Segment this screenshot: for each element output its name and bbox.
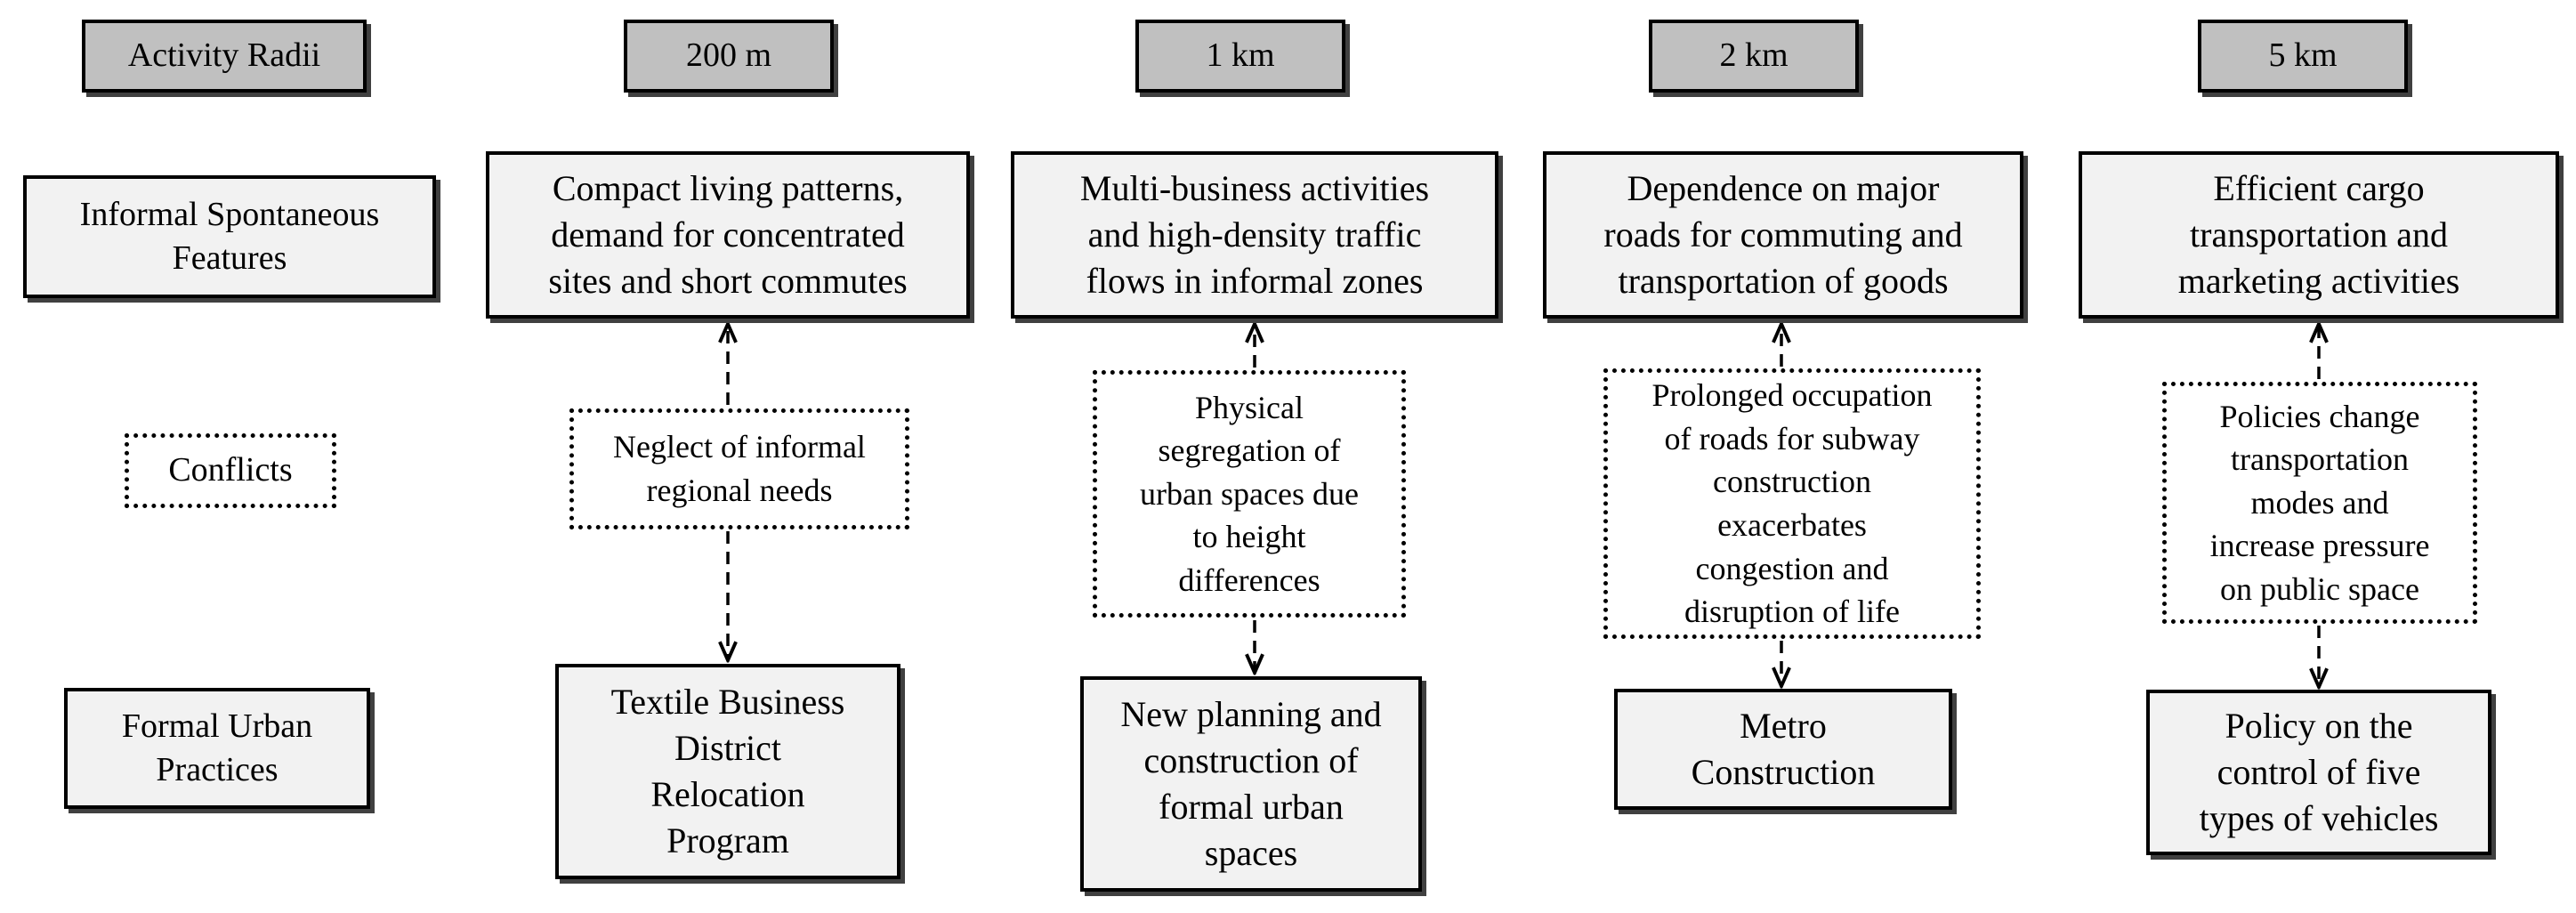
radius-header-2km: 2 km xyxy=(1649,20,1859,93)
conflict-text: Neglect of informal regional needs xyxy=(613,429,866,508)
feature-text: Efficient cargo transportation and marke… xyxy=(2177,168,2460,301)
row-label-text: Conflicts xyxy=(168,451,293,489)
practice-box-200m: Textile Business District Relocation Pro… xyxy=(555,664,900,879)
row-label-informal-features: Informal Spontaneous Features xyxy=(23,175,436,298)
row-label-conflicts: Conflicts xyxy=(125,433,336,508)
feature-text: Compact living patterns, demand for conc… xyxy=(548,168,908,301)
conflict-box-200m: Neglect of informal regional needs xyxy=(569,408,909,529)
practice-box-1km: New planning and construction of formal … xyxy=(1080,676,1422,892)
feature-text: Dependence on major roads for commuting … xyxy=(1603,168,1963,301)
row-label-text: Formal Urban Practices xyxy=(121,707,313,788)
activity-radii-header: Activity Radii xyxy=(82,20,367,93)
practice-text: Policy on the control of five types of v… xyxy=(2199,706,2439,838)
feature-text: Multi-business activities and high-densi… xyxy=(1079,168,1430,301)
radius-header-5km: 5 km xyxy=(2198,20,2408,93)
conflict-text: Policies change transportation modes and… xyxy=(2209,398,2430,607)
radius-header-text: 5 km xyxy=(2268,36,2338,75)
conflict-text: Physical segregation of urban spaces due… xyxy=(1140,389,1359,598)
feature-box-5km: Efficient cargo transportation and marke… xyxy=(2079,151,2559,319)
conflict-box-5km: Policies change transportation modes and… xyxy=(2162,382,2477,624)
radius-header-text: 2 km xyxy=(1719,36,1789,75)
practice-text: New planning and construction of formal … xyxy=(1120,694,1382,873)
radius-header-text: 200 m xyxy=(685,36,772,75)
feature-box-1km: Multi-business activities and high-densi… xyxy=(1011,151,1498,319)
row-label-formal-practices: Formal Urban Practices xyxy=(64,688,370,809)
row-label-text: Informal Spontaneous Features xyxy=(79,195,380,277)
radius-header-200m: 200 m xyxy=(624,20,834,93)
radius-header-1km: 1 km xyxy=(1135,20,1345,93)
conflict-text: Prolonged occupation of roads for subway… xyxy=(1651,377,1933,630)
radius-header-text: 1 km xyxy=(1206,36,1275,75)
activity-radii-header-text: Activity Radii xyxy=(127,36,321,75)
feature-box-200m: Compact living patterns, demand for conc… xyxy=(486,151,970,319)
practice-text: Textile Business District Relocation Pro… xyxy=(610,682,845,860)
conflict-box-1km: Physical segregation of urban spaces due… xyxy=(1093,370,1406,618)
practice-box-5km: Policy on the control of five types of v… xyxy=(2146,690,2491,855)
practice-text: Metro Construction xyxy=(1691,706,1876,792)
conflict-box-2km: Prolonged occupation of roads for subway… xyxy=(1603,368,1981,639)
practice-box-2km: Metro Construction xyxy=(1614,689,1952,810)
feature-box-2km: Dependence on major roads for commuting … xyxy=(1543,151,2023,319)
